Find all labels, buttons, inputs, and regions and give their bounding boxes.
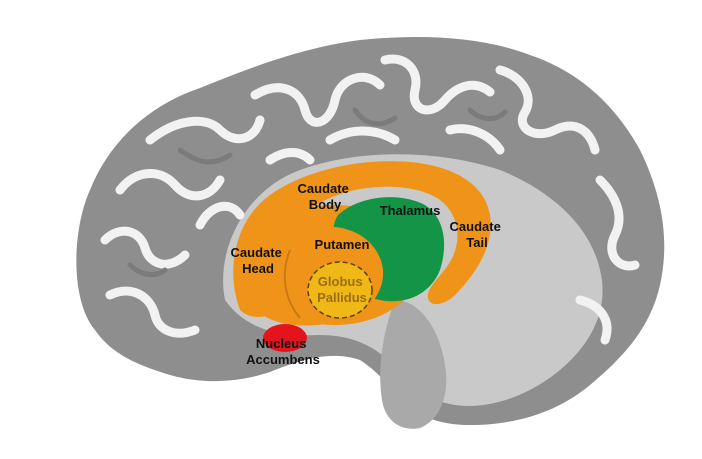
globus-pallidus	[307, 261, 373, 319]
label-putamen: Putamen	[315, 237, 370, 252]
putamen-boundary	[283, 249, 301, 319]
label-caudate-tail: Caudate Tail	[450, 219, 505, 250]
label-caudate-body: Caudate Body	[298, 181, 353, 212]
caudate-nucleus	[233, 161, 491, 317]
sulci	[127, 107, 508, 278]
label-nucleus-accumbens: Nucleus Accumbens	[246, 336, 320, 367]
label-thalamus: Thalamus	[380, 203, 441, 218]
nucleus-accumbens	[263, 324, 307, 352]
brainstem	[380, 300, 447, 429]
gyri	[100, 54, 640, 345]
basal-ganglia	[233, 161, 491, 352]
label-globus-pallidus: Globus Pallidus	[317, 274, 367, 305]
label-caudate-head: Caudate Head	[231, 245, 286, 276]
labels: Caudate Body Thalamus Caudate Tail Cauda…	[231, 181, 505, 367]
